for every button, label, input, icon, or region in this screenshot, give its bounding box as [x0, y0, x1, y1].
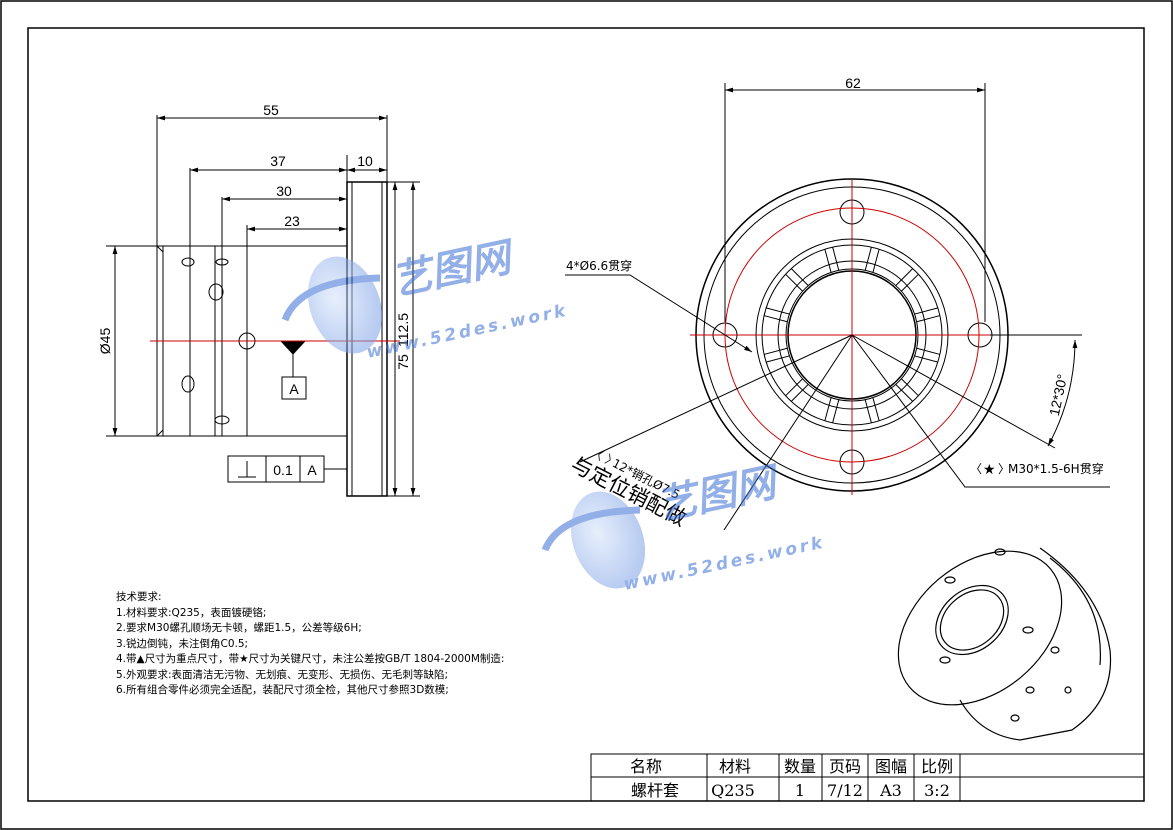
- tb-value-scale: 3:2: [924, 781, 950, 800]
- datum-a-label: A: [289, 381, 299, 397]
- tb-value-qty: 1: [795, 781, 805, 800]
- title-block: [590, 753, 1145, 802]
- dim-10: 10: [357, 153, 373, 169]
- pin-hole-edge: [916, 347, 941, 355]
- watermark-url-2: www.52des.work: [622, 533, 827, 595]
- dim-112-5: 112.5: [395, 313, 411, 347]
- note-5: 5.外观要求:表面清洁无污物、无划痕、无变形、无损伤、无毛刺等缺陷;: [116, 668, 449, 681]
- tb-header-page: 页码: [829, 757, 861, 776]
- gdt-tolerance: 0.1: [273, 462, 293, 478]
- note-6: 6.所有组合零件必须完全适配，装配尺寸须全检，其他尺寸参照3D数模;: [116, 684, 449, 696]
- pin-hole-edge: [763, 347, 788, 355]
- tb-header-name: 名称: [630, 757, 662, 776]
- pin-hole-edge: [895, 268, 914, 286]
- tb-value-name: 螺杆套: [631, 781, 679, 800]
- pin-hole-edge: [790, 268, 809, 286]
- gdt-ref: A: [307, 462, 317, 478]
- note-3: 3.锐边倒钝，未注倒角C0.5;: [116, 637, 249, 650]
- pin-hole-edge: [914, 355, 939, 363]
- tb-header-size: 图幅: [875, 757, 907, 776]
- side-dimension-lines: [112, 115, 416, 496]
- dim-30: 30: [276, 183, 292, 199]
- end-view-pin-holes: [763, 246, 941, 424]
- isometric-view: [897, 547, 1112, 741]
- pin-hole-edge: [901, 378, 919, 397]
- star-icon: ★: [983, 461, 996, 477]
- pin-hole-edge: [832, 246, 840, 271]
- dim-55: 55: [263, 102, 279, 118]
- tb-header-scale: 比例: [921, 757, 953, 776]
- pin-hole-edge: [824, 248, 832, 273]
- pin-hole-edge: [765, 307, 790, 315]
- dim-75: 75: [395, 354, 411, 370]
- tb-value-material: Q235: [711, 781, 755, 800]
- technical-notes: 技术要求: 1.材料要求:Q235，表面镀硬铬; 2.要求M30螺孔顺场无卡顿，…: [116, 590, 586, 699]
- watermark-brand-2: 艺图网: [653, 459, 786, 530]
- pin-hole-edge: [824, 397, 832, 422]
- dim-23: 23: [284, 213, 300, 229]
- thread-callout: 〈 ★ 〉 M30*1.5-6H贯穿: [970, 461, 1104, 477]
- tb-header-material: 材料: [719, 757, 751, 776]
- watermark-brand: 艺图网: [388, 234, 521, 305]
- pin-hole-edge: [765, 355, 790, 363]
- pin-hole-edge: [785, 273, 803, 292]
- svg-text:〉: 〉: [998, 462, 1010, 476]
- pin-hole-edge: [832, 399, 840, 424]
- pin-hole-edge: [872, 248, 880, 273]
- dim-thread: M30*1.5-6H贯穿: [1008, 461, 1104, 476]
- dim-angle: 12*30°: [1046, 373, 1070, 418]
- dim-37: 37: [270, 153, 286, 169]
- tb-value-size: A3: [879, 781, 902, 800]
- pin-hole-edge: [901, 273, 919, 292]
- tb-value-page: 7/12: [827, 781, 863, 800]
- pin-hole-edge: [895, 384, 914, 402]
- pin-hole-edge: [914, 307, 939, 315]
- pin-hole-edge: [872, 397, 880, 422]
- dim-hole-4: 4*Ø6.6贯穿: [566, 258, 632, 273]
- pin-hole-edge: [790, 384, 809, 402]
- note-2: 2.要求M30螺孔顺场无卡顿，螺距1.5，公差等级6H;: [116, 622, 362, 634]
- end-view-dimension-lines: [565, 83, 1110, 531]
- pin-hole-edge: [864, 399, 872, 424]
- pin-hole-edge: [785, 378, 803, 397]
- dim-62: 62: [845, 75, 861, 91]
- watermark-top: 艺图网 www.52des.work: [281, 234, 570, 363]
- pin-hole-edge: [864, 246, 872, 271]
- tb-header-qty: 数量: [784, 757, 816, 776]
- inner-frame: [27, 27, 1145, 802]
- note-4: 4.带▲尺寸为重点尺寸，带★尺寸为关键尺寸，未注公差按GB/T 1804-200…: [116, 653, 505, 665]
- gdt-frame: [227, 455, 347, 483]
- dim-dia45: Ø45: [97, 328, 113, 355]
- pin-hole-edge: [763, 315, 788, 323]
- svg-text:〈: 〈: [970, 462, 982, 476]
- note-1: 1.材料要求:Q235，表面镀硬铬;: [116, 606, 267, 619]
- notes-title: 技术要求:: [116, 591, 162, 603]
- pin-hole-edge: [916, 315, 941, 323]
